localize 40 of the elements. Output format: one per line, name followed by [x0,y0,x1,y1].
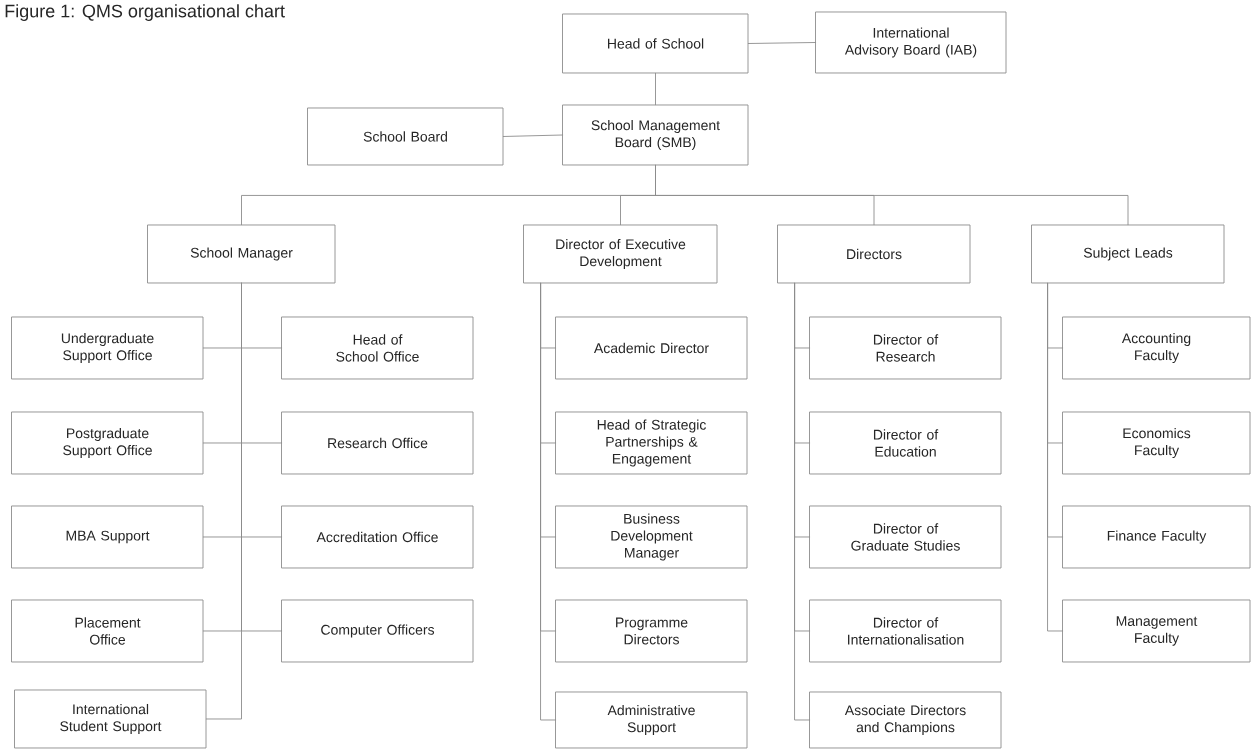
org-box: Accounting Faculty [1062,316,1251,380]
org-box: Director of Graduate Studies [809,505,1002,569]
org-box: MBA Support [11,505,204,569]
org-box: Programme Directors [555,599,748,663]
org-box: Director of Research [809,316,1002,380]
org-box: Computer Officers [281,599,474,663]
org-box: Undergraduate Support Office [11,316,204,380]
connector-line [540,283,556,721]
org-box: Director of Executive Development [523,224,718,284]
org-box: Economics Faculty [1062,411,1251,475]
connector-line [748,42,816,44]
org-box: Postgraduate Support Office [11,411,204,475]
org-box: School Management Board (SMB) [562,104,749,166]
org-box: Administrative Support [555,691,748,749]
org-box: International Student Support [14,689,207,749]
org-box: Head of School Office [281,316,474,380]
org-box: School Manager [147,224,336,284]
org-box: Academic Director [555,316,748,380]
org-box: Research Office [281,411,474,475]
connector-line [503,134,563,137]
org-box: Finance Faculty [1062,505,1251,569]
org-box: Placement Office [11,599,204,663]
connector-line [1047,283,1063,632]
org-box: Subject Leads [1031,224,1225,284]
org-box: Director of Internationalisation [809,599,1002,663]
connector-line [794,283,810,721]
org-box: Accreditation Office [281,505,474,569]
org-box: Management Faculty [1062,599,1251,663]
connector-line [655,73,656,105]
connector-line [206,283,242,720]
org-box: Head of School [562,13,749,74]
connector-line [655,165,1129,225]
org-box: International Advisory Board (IAB) [815,11,1007,74]
org-box: Directors [777,224,971,284]
org-box: Business Development Manager [555,505,748,569]
org-box: Head of Strategic Partnerships & Engagement [555,411,748,475]
org-box: School Board [307,107,504,166]
org-box: Associate Directors and Champions [809,691,1002,749]
figure-title: Figure 1: QMS organisational chart [5,4,285,21]
org-box: Director of Education [809,411,1002,475]
